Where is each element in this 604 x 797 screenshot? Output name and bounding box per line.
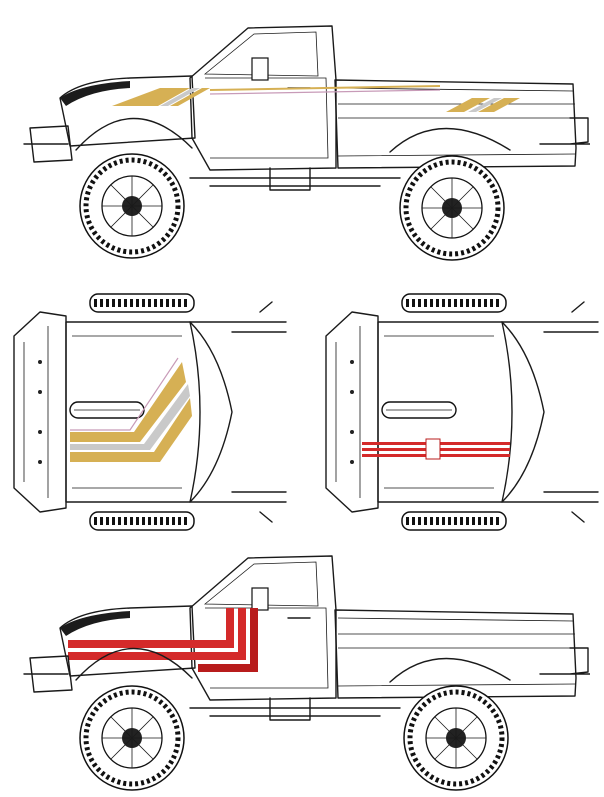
- cab-window: [203, 31, 319, 77]
- truck-hood: [59, 605, 196, 677]
- truck-side-drawing: [23, 555, 590, 791]
- gold-stripe: [446, 98, 490, 112]
- red-stripe: [68, 608, 246, 660]
- rear-fender: [389, 127, 511, 153]
- windshield: [189, 321, 233, 503]
- windshield: [501, 321, 545, 503]
- truck-hood: [65, 321, 201, 503]
- truck-bed: [334, 609, 577, 699]
- cab-window: [203, 561, 319, 607]
- truck-bed: [334, 79, 577, 169]
- truck-hood: [59, 75, 196, 147]
- truck-top-drawing: [325, 293, 599, 531]
- red-stripe: [68, 608, 234, 648]
- side-view-gold-stripes: [20, 18, 590, 263]
- cab-roof-edges: [501, 321, 599, 503]
- front-wheel: [79, 153, 185, 259]
- front-wheel: [79, 685, 185, 791]
- truck-cab: [189, 555, 337, 701]
- front-bumper: [23, 655, 73, 693]
- gold-pinstripe: [209, 85, 441, 91]
- mirrors: [259, 301, 273, 523]
- pink-pinstripe: [209, 89, 441, 95]
- side-mirror: [251, 57, 269, 81]
- rear-wheel: [403, 685, 509, 791]
- truck-cab: [189, 25, 337, 171]
- hood-black-section: [60, 81, 130, 106]
- rear-bumper: [539, 647, 590, 675]
- front-bumper: [23, 125, 73, 163]
- front-bumper: [325, 311, 379, 513]
- side-view-red-stripes: [20, 548, 590, 793]
- hood-black-section: [60, 611, 130, 636]
- front-fender: [75, 117, 193, 151]
- top-view-red-stripes: [322, 292, 602, 532]
- gold-stripe: [112, 88, 190, 106]
- front-fender: [75, 647, 193, 681]
- rear-bumper: [539, 117, 590, 145]
- side-mirror: [251, 587, 269, 611]
- mirrors: [571, 301, 585, 523]
- gold-stripe: [70, 362, 186, 442]
- chassis-rail: [189, 697, 401, 721]
- gold-stripe: [70, 398, 192, 462]
- pink-pinstripe: [70, 357, 179, 431]
- truck-side-drawing: [23, 25, 590, 261]
- gold-stripe: [478, 98, 520, 112]
- rear-wheel: [399, 155, 505, 261]
- top-view-gold-stripes: [10, 292, 290, 532]
- gold-stripe: [170, 88, 210, 106]
- truck-hood: [377, 321, 513, 503]
- front-bumper: [13, 311, 67, 513]
- grey-stripe: [468, 98, 502, 112]
- stripe-badge: [425, 438, 441, 460]
- red-stripe: [198, 608, 258, 672]
- grey-stripe: [70, 384, 190, 450]
- truck-top-drawing: [13, 293, 287, 531]
- chassis-rail: [189, 167, 401, 191]
- rear-fender: [389, 657, 511, 683]
- grey-stripe: [160, 88, 200, 106]
- cab-roof-edges: [189, 321, 287, 503]
